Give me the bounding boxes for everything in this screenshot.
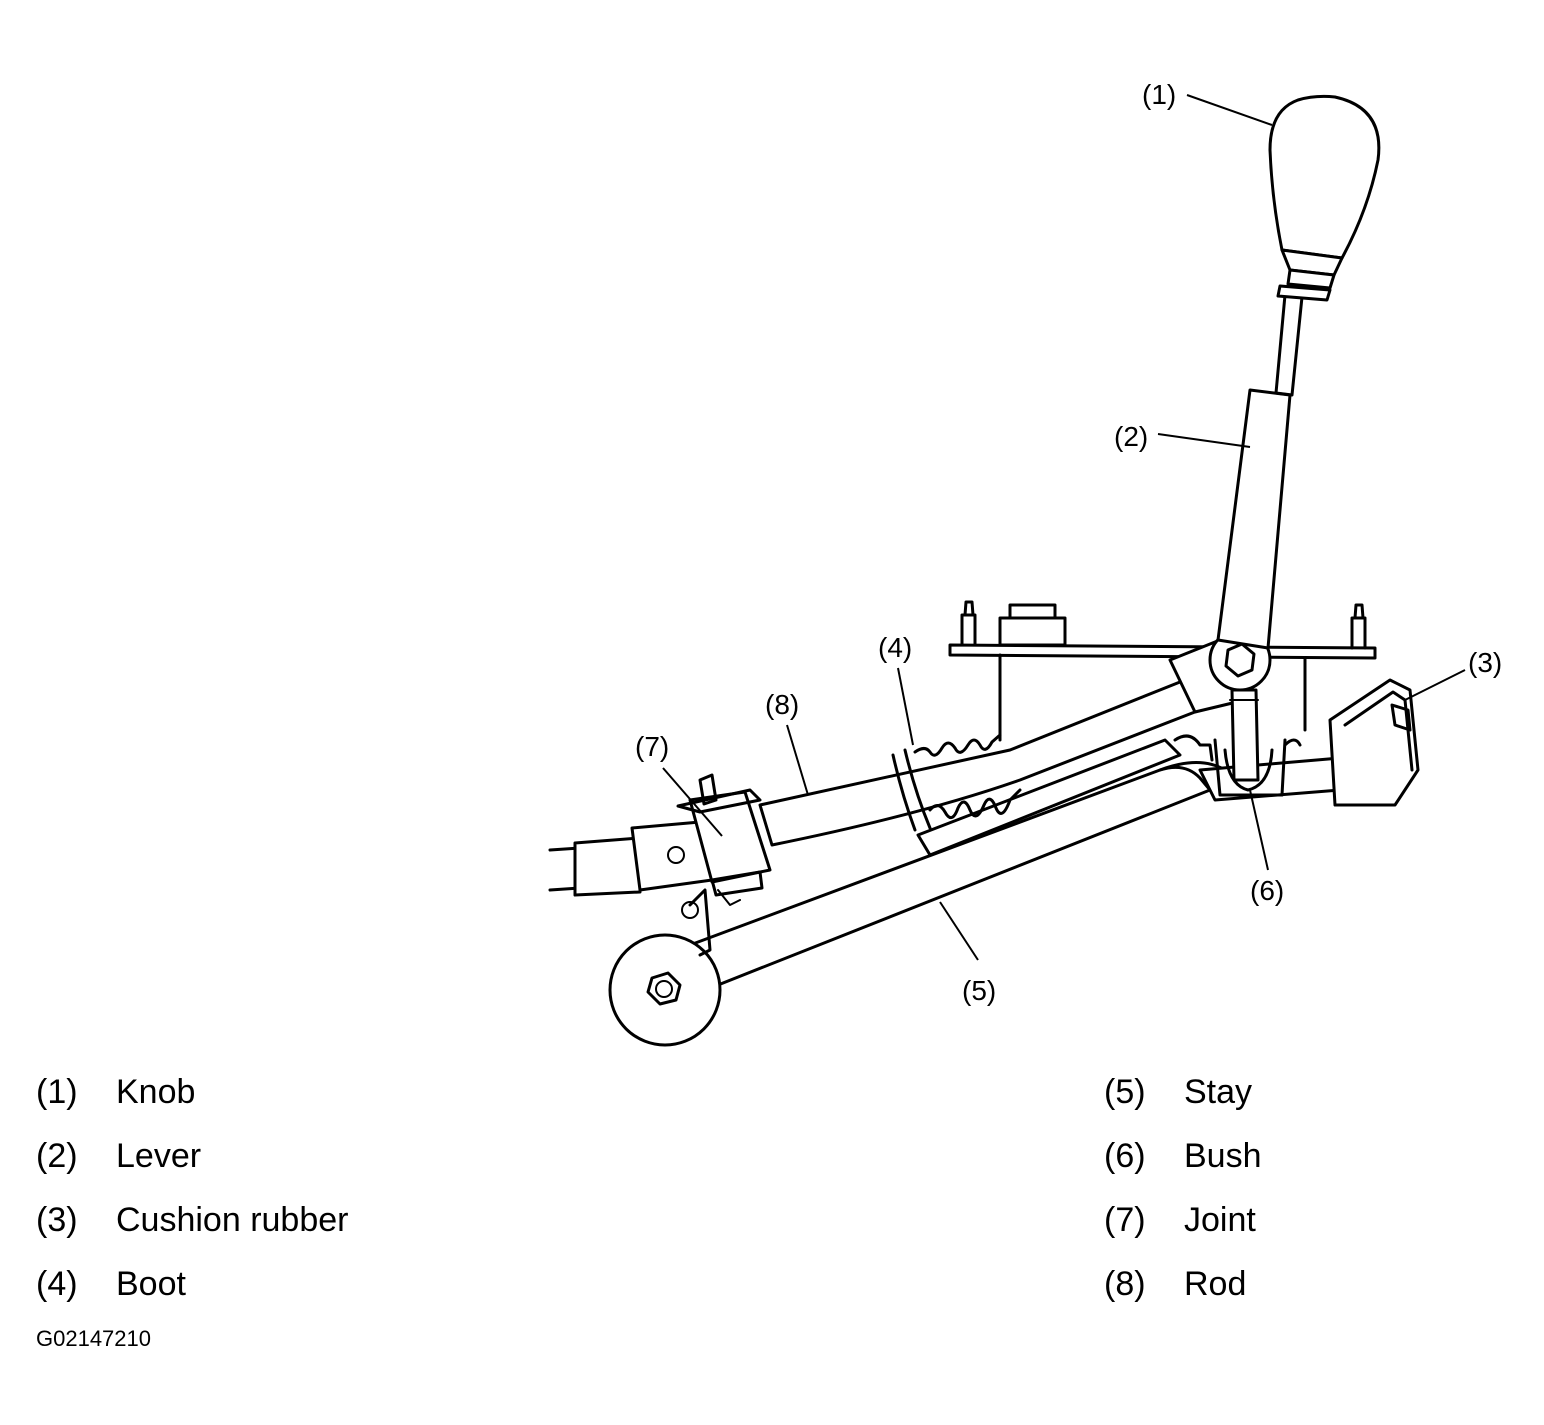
legend-label: Cushion rubber: [116, 1201, 349, 1239]
cover-plate: [948, 600, 1377, 742]
legend-label: Rod: [1184, 1265, 1247, 1303]
knob-part: [1268, 94, 1381, 302]
lower-rod: [916, 738, 1182, 857]
rod-part: [758, 678, 1202, 847]
figure-id: G02147210: [36, 1326, 151, 1351]
legend-label: Lever: [116, 1137, 202, 1175]
legend-label: Stay: [1184, 1073, 1253, 1111]
legend-number: (5): [1104, 1073, 1146, 1111]
leader-lines: [662, 94, 1466, 961]
callout-8: (8): [765, 689, 799, 720]
damper-weight: [608, 888, 722, 1047]
legend-label: Knob: [116, 1073, 196, 1111]
legend-label: Joint: [1184, 1201, 1256, 1239]
cushion-rubber-part: [1328, 678, 1420, 807]
legend-number: (8): [1104, 1265, 1146, 1303]
callout-7: (7): [635, 731, 669, 762]
callout-6: (6): [1250, 875, 1284, 906]
legend-number: (6): [1104, 1137, 1146, 1175]
stay-part: [688, 756, 1342, 987]
callout-4: (4): [878, 632, 912, 663]
joint-part: [676, 773, 772, 906]
legend-number: (7): [1104, 1201, 1146, 1239]
legend-number: (4): [36, 1265, 78, 1303]
shift-lever-diagram: (1) (2) (3) (4) (5) (6) (7) (8): [548, 79, 1502, 1047]
callout-3: (3): [1468, 647, 1502, 678]
legend-label: Boot: [116, 1265, 186, 1303]
lever-part: [1216, 293, 1304, 650]
legend-number: (2): [36, 1137, 78, 1175]
callout-5: (5): [962, 975, 996, 1006]
lever-pivot: [1168, 628, 1272, 782]
legend-number: (1): [36, 1073, 78, 1111]
output-shaft: [548, 820, 716, 897]
callout-1: (1): [1142, 79, 1176, 110]
callout-2: (2): [1114, 421, 1148, 452]
legend-label: Bush: [1184, 1137, 1262, 1175]
boot-part: [891, 733, 1022, 832]
legend-number: (3): [36, 1201, 78, 1239]
